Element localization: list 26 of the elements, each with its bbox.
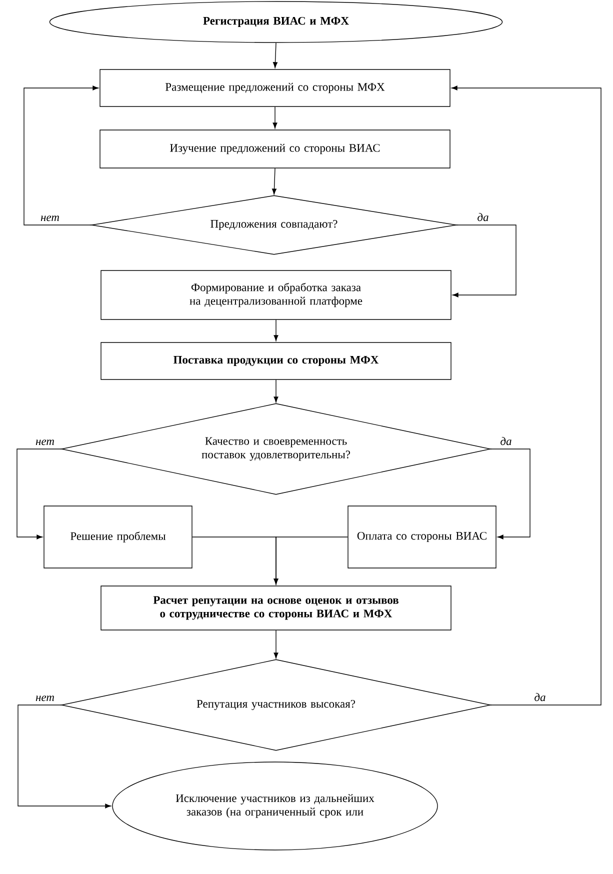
arrow — [274, 630, 278, 658]
arrow — [273, 42, 278, 68]
edge-label: нет — [34, 438, 56, 446]
process-box: Поставка продукции со стороны МФХ — [100, 342, 452, 380]
arrow — [16, 448, 62, 540]
arrow — [274, 380, 278, 402]
process-box: Изучение предложений со стороны ВИАС — [100, 130, 450, 168]
edge-label: да — [533, 692, 547, 702]
process-box: Расчет репутации на основе оценок и отзывов о сотрудничестве со стороны ВИАС и МФХ — [100, 586, 452, 630]
process-box: Размещение предложений со стороны МФХ — [100, 69, 450, 107]
edge-label: да — [499, 436, 513, 446]
edge-label: нет — [34, 694, 56, 702]
process-box: Оплата со стороны ВИАС — [348, 506, 496, 568]
process-box: Формирование и обработка заказа на децентрализованной платформе — [100, 270, 452, 320]
arrow — [272, 106, 278, 128]
arrow — [18, 704, 111, 808]
arrow — [274, 320, 278, 341]
edge-label: да — [476, 212, 490, 222]
arrow — [274, 536, 348, 584]
arrow — [272, 168, 276, 194]
arrow — [490, 448, 530, 540]
arrow — [452, 224, 516, 298]
process-box: Решение проблемы — [44, 506, 192, 568]
arrow — [452, 86, 602, 706]
edge-label: нет — [40, 214, 60, 222]
arrow — [24, 86, 98, 226]
